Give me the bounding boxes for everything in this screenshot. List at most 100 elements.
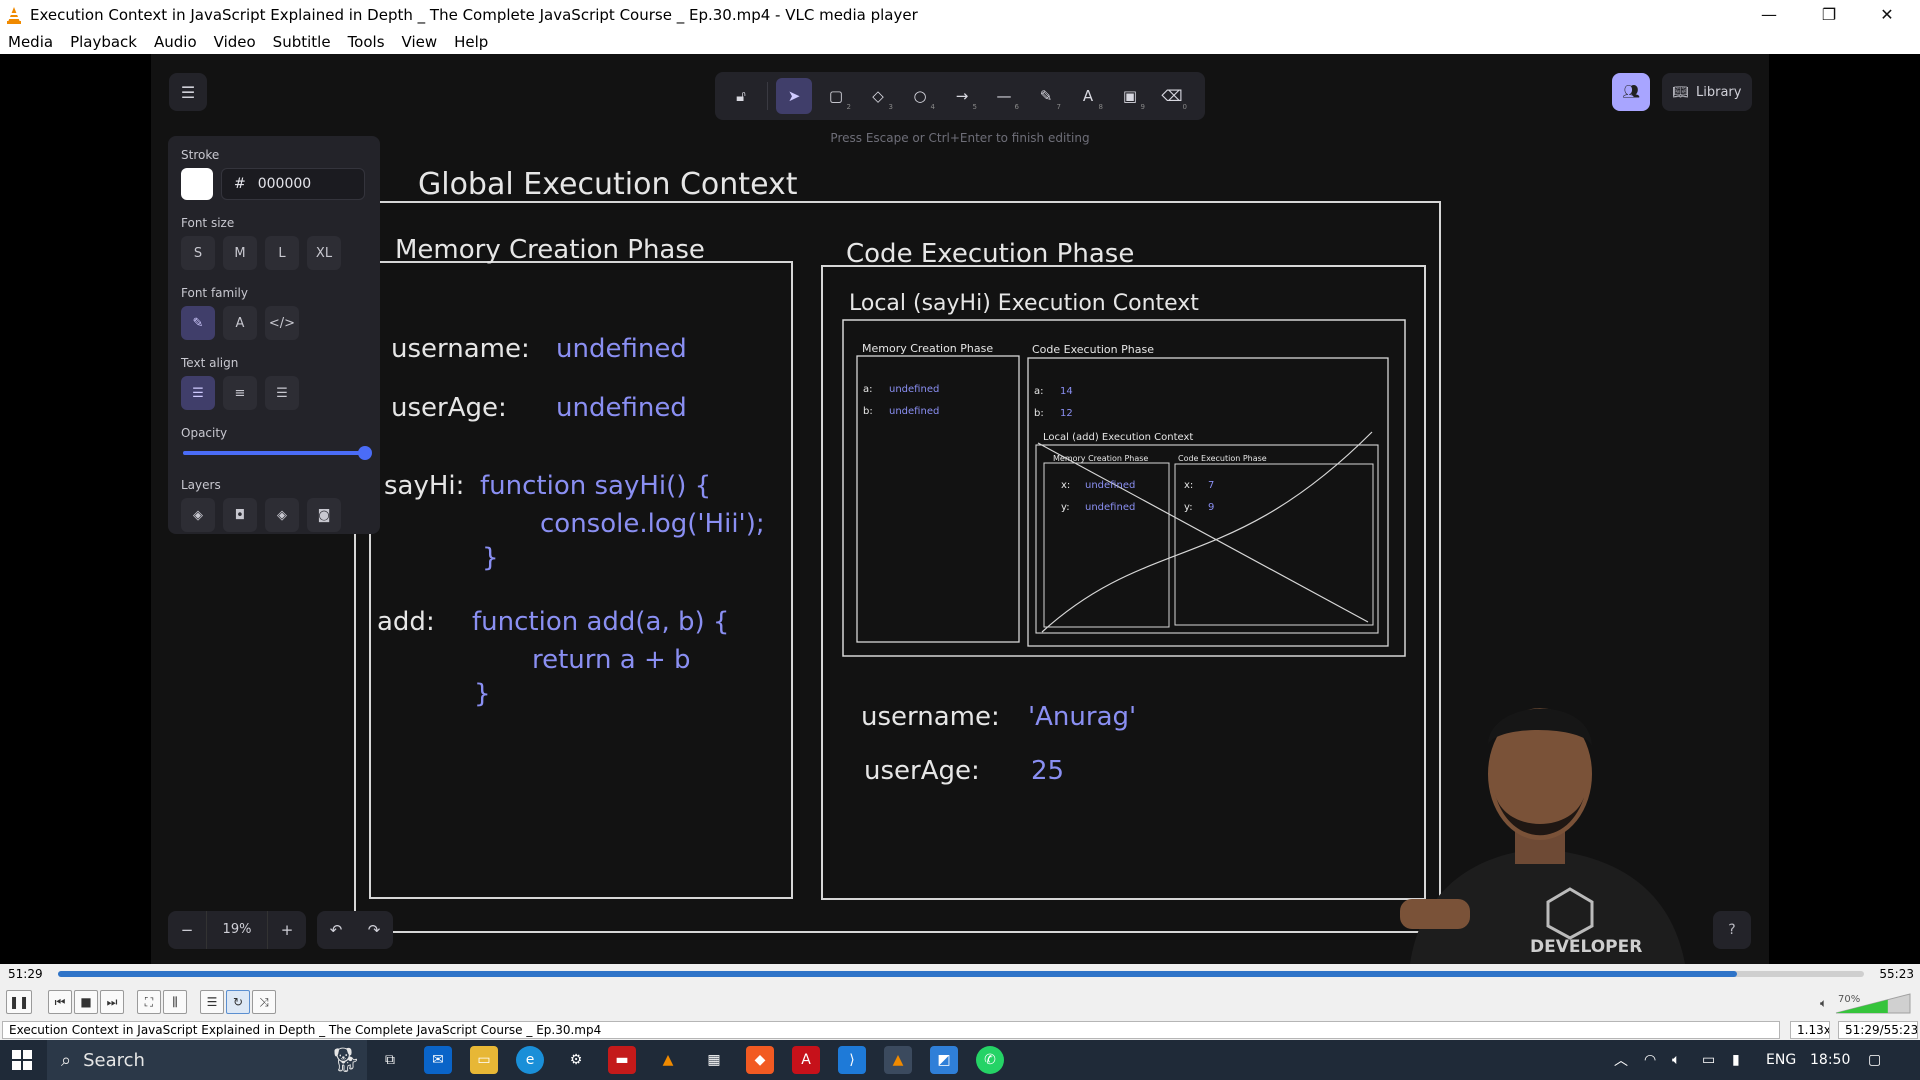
notification-icon[interactable]: ▢ — [1868, 1052, 1882, 1068]
maximize-button[interactable]: ❐ — [1800, 0, 1858, 29]
playlist-button[interactable]: ☰ — [200, 990, 224, 1014]
menu-view[interactable]: View — [401, 32, 438, 51]
add-context-title: Local (add) Execution Context — [1043, 432, 1193, 443]
search-icon: ⌕ — [61, 1049, 72, 1071]
redo-icon: ↷ — [367, 921, 381, 939]
text-icon: A — [1082, 87, 1094, 105]
mem-username-value: undefined — [556, 334, 687, 364]
pencil-tool: ✎7 — [1028, 78, 1064, 114]
pause-button[interactable]: ❚❚ — [6, 990, 32, 1014]
pencil-icon: ✎ — [1039, 87, 1053, 105]
speaker-icon[interactable]: 🔈︎ — [1820, 996, 1828, 1010]
mem-username-key: username: — [391, 334, 530, 364]
align-center-icon: ≡ — [234, 385, 246, 401]
menu-video[interactable]: Video — [213, 32, 256, 51]
add-key: add: — [377, 607, 435, 637]
stop-button[interactable]: ■ — [74, 990, 98, 1014]
volume-slider[interactable]: 70% — [1820, 992, 1912, 1014]
previous-icon: ⏮︎ — [54, 994, 66, 1009]
start-button[interactable] — [0, 1040, 44, 1080]
language-indicator[interactable]: ENG — [1766, 1052, 1797, 1068]
add-x-key: x: — [1061, 480, 1070, 491]
file-explorer-icon[interactable]: ▭ — [470, 1046, 498, 1074]
wifi-icon[interactable]: ◠ — [1644, 1052, 1657, 1068]
local-mem-box — [856, 355, 1020, 643]
vlc-taskbar-icon[interactable]: ▲ — [662, 1052, 674, 1068]
mem-userage-key: userAge: — [391, 393, 507, 423]
line-icon: — — [996, 87, 1012, 105]
text-align-label: Text align — [181, 356, 239, 370]
extended-settings-button[interactable]: ⫼ — [163, 990, 187, 1014]
taskbar-search[interactable]: ⌕ Search 🐕︎ — [47, 1040, 367, 1080]
add-line2: return a + b — [532, 645, 691, 675]
store-icon[interactable]: ▦ — [707, 1052, 721, 1068]
font-size-s: S — [181, 236, 215, 270]
equalizer-icon: ⫼ — [172, 994, 178, 1009]
edge-icon[interactable]: e — [516, 1046, 544, 1074]
windows-logo-icon — [12, 1050, 32, 1070]
font-size-xl: XL — [307, 236, 341, 270]
add-code-box — [1174, 463, 1374, 626]
stop-icon: ■ — [80, 995, 92, 1009]
opacity-label: Opacity — [181, 426, 228, 440]
volume-tray-icon[interactable]: 🔈︎ — [1672, 1052, 1681, 1068]
menu-playback[interactable]: Playback — [70, 32, 137, 51]
local-a-code-key: a: — [1034, 386, 1044, 397]
vscode-icon[interactable]: ⟩ — [838, 1046, 866, 1074]
window-title: Execution Context in JavaScript Explaine… — [30, 5, 918, 24]
previous-button[interactable]: ⏮︎ — [48, 990, 72, 1014]
book-icon: 📖︎ — [1672, 84, 1690, 100]
menu-help[interactable]: Help — [454, 32, 489, 51]
menu-audio[interactable]: Audio — [154, 32, 197, 51]
add-y-code-value: 9 — [1208, 502, 1214, 513]
photos-icon[interactable]: ◩ — [930, 1046, 958, 1074]
menu-media[interactable]: Media — [8, 32, 54, 51]
close-button[interactable]: ✕ — [1858, 0, 1916, 29]
next-button[interactable]: ⏭︎ — [100, 990, 124, 1014]
lock-icon: 🔓︎ — [736, 87, 746, 105]
users-icon: 👥︎ — [1622, 84, 1640, 100]
font-size-label: Font size — [181, 216, 235, 230]
mail-icon[interactable]: ✉ — [424, 1046, 452, 1074]
acrobat-icon[interactable]: A — [792, 1046, 820, 1074]
add-x-code-value: 7 — [1208, 480, 1214, 491]
font-family-code: </> — [265, 306, 299, 340]
time-status[interactable]: 51:29/55:23 — [1838, 1021, 1918, 1039]
align-left: ☰ — [181, 376, 215, 410]
loop-button[interactable]: ↻ — [226, 990, 250, 1014]
settings-icon[interactable]: ⚙ — [569, 1052, 583, 1068]
global-context-box — [354, 201, 1441, 933]
font-size-l: L — [265, 236, 299, 270]
hamburger-icon: ☰ — [180, 82, 196, 102]
vlc-active-icon[interactable]: ▲ — [884, 1046, 912, 1074]
pointer-icon: ➤ — [787, 87, 801, 105]
clock[interactable]: 18:50 — [1810, 1052, 1851, 1068]
menu-subtitle[interactable]: Subtitle — [272, 32, 331, 51]
zoom-out-button: − — [180, 921, 194, 939]
task-view-icon[interactable]: ⧉ — [385, 1052, 395, 1068]
whatsapp-icon[interactable]: ✆ — [976, 1046, 1004, 1074]
shuffle-icon: ⤨ — [259, 994, 269, 1009]
minimize-button[interactable]: — — [1740, 0, 1798, 29]
playback-speed[interactable]: 1.13x — [1790, 1021, 1830, 1039]
tray-chevron-icon[interactable]: ︿ — [1614, 1053, 1628, 1069]
local-code-box — [1027, 357, 1389, 647]
cross-line — [1037, 442, 1369, 623]
shirt-text: DEVELOPER — [1530, 937, 1642, 957]
sayhi-line2: console.log('Hii'); — [540, 509, 765, 539]
add-context-box — [1035, 444, 1379, 634]
app-red-icon[interactable]: ▬ — [608, 1046, 636, 1074]
battery-icon[interactable]: ▮ — [1732, 1052, 1740, 1068]
fullscreen-button[interactable]: ⛶ — [137, 990, 161, 1014]
shuffle-button[interactable]: ⤨ — [252, 990, 276, 1014]
menu-tools[interactable]: Tools — [347, 32, 385, 51]
local-b-key: b: — [863, 406, 873, 417]
tool-shortcut: 5 — [972, 103, 977, 111]
ellipse-tool: ○4 — [902, 78, 938, 114]
seek-bar[interactable] — [58, 971, 1864, 977]
display-icon[interactable]: ▭ — [1702, 1052, 1716, 1068]
brave-icon[interactable]: ◆ — [746, 1046, 774, 1074]
undo-redo-controls: ↶ ↷ — [317, 911, 393, 949]
